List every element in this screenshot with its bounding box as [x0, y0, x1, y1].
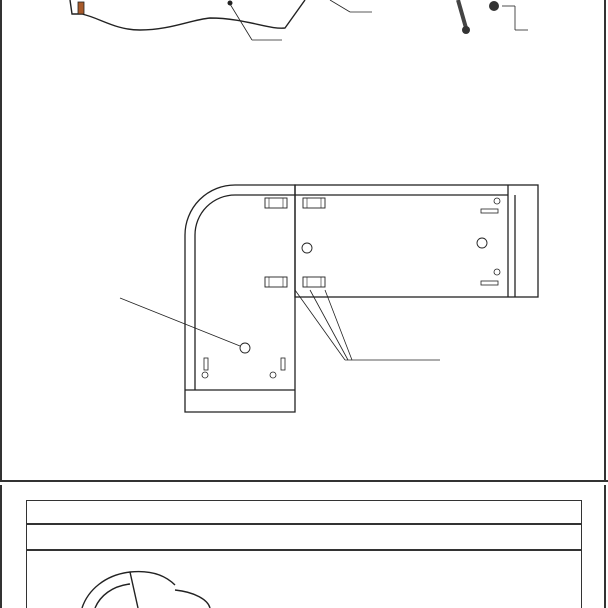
bracket-top-left: [264, 197, 288, 209]
detail-side-arc: [174, 589, 211, 608]
dowel-point: [227, 0, 233, 6]
corner-module-inner-curve: [194, 194, 295, 390]
hole-bottom-right: [493, 268, 501, 276]
module-1-number-circle: [301, 242, 313, 254]
screw-left-vertical: [203, 357, 209, 371]
bracket-top-right: [302, 197, 326, 209]
table-row-1: [26, 500, 582, 524]
leader-method-1: [294, 289, 346, 361]
screw-right-vertical: [280, 357, 286, 371]
leader-mtd: [329, 0, 351, 13]
fastener-head: [462, 26, 470, 34]
fastener-nut: [489, 1, 499, 11]
left-border: [0, 0, 2, 480]
leader-method-3: [324, 289, 353, 361]
detail-inner-arc: [94, 583, 131, 608]
screw-top-right: [480, 208, 499, 214]
table-row-2: [26, 524, 582, 550]
right-border: [604, 0, 606, 480]
table-body: [26, 550, 582, 608]
section-divider: [0, 480, 608, 482]
detail-seam: [129, 571, 139, 608]
straight-module-outline: [294, 184, 539, 298]
screw-bottom-right: [480, 280, 499, 286]
leader-method-2: [309, 289, 349, 361]
detail-outer-arc: [81, 570, 176, 608]
cushion-outline: [69, 0, 306, 31]
plywood-fragment: [77, 1, 85, 15]
leader-docking-order: [119, 297, 241, 347]
fastener-rod: [456, 0, 468, 29]
hole-bottom-left: [201, 371, 209, 379]
hole-top-right: [493, 197, 501, 205]
bottom-left-border: [0, 485, 2, 608]
bracket-mid-right: [302, 276, 326, 288]
bracket-mid-left: [264, 276, 288, 288]
module-3-number-circle: [239, 342, 251, 354]
module-2-number-circle: [476, 237, 488, 249]
corner-module-outline: [184, 184, 296, 413]
hole-bottom-mid: [269, 371, 277, 379]
leader-plywood: [229, 3, 253, 41]
bottom-right-border: [604, 485, 606, 608]
